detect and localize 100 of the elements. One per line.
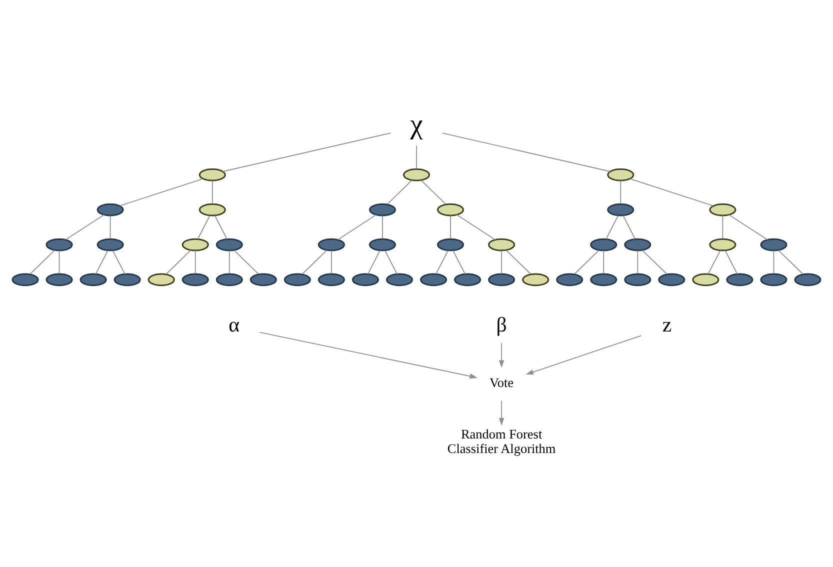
node-ellipse [709,238,736,252]
connector [367,250,380,275]
node-ellipse [760,238,788,252]
connector [435,250,448,275]
node-ellipse [318,273,345,286]
connector [420,180,446,205]
node-ellipse [250,273,277,286]
node-ellipse [216,238,243,252]
connector [456,214,496,240]
node-ellipse [658,273,686,286]
node-ellipse [488,273,516,286]
node-ellipse [284,273,311,286]
node-ellipse [182,238,209,252]
connector [778,250,804,274]
connector [95,250,108,275]
connector [222,132,392,172]
arrow [498,342,504,368]
node-ellipse [80,273,107,286]
connector [450,215,451,240]
connector [630,178,714,206]
node-ellipse [148,273,175,286]
connector [197,215,210,240]
connector [620,180,622,204]
connector [194,250,196,274]
node-ellipse [437,238,464,252]
node-ellipse [46,238,73,252]
connector [30,250,56,274]
node-text: Random Forest Classifier Algorithm [447,426,556,456]
connector [214,215,228,240]
connector [606,215,619,240]
node-ellipse [522,273,550,286]
connector [384,250,398,275]
node-ellipse [368,238,396,252]
node-ellipse [216,273,243,286]
node-ellipse [386,273,413,286]
connector [452,250,466,275]
node-ellipse [198,168,226,182]
connector [603,250,604,274]
connector [212,180,213,204]
connector [773,250,774,274]
connector [501,250,502,274]
arrow [526,335,642,375]
node-ellipse [437,203,464,216]
node-ellipse [318,238,345,252]
node-ellipse [692,273,720,286]
node-ellipse [607,168,634,182]
node-ellipse [46,273,73,286]
connector [337,214,377,240]
node-ellipse [624,273,652,286]
node-ellipse [420,273,448,286]
node-ellipse [454,273,482,286]
connector [708,250,721,275]
node-text: β [496,313,507,336]
connector [166,250,192,274]
node-ellipse [590,238,618,252]
connector [386,180,412,205]
node-ellipse [709,203,736,216]
connector [382,215,383,240]
connector [724,250,738,275]
connector [119,178,204,206]
connector [65,214,105,240]
connector [642,250,668,274]
node-ellipse [556,273,584,286]
node-ellipse [760,273,788,286]
connector [58,250,60,274]
connector [302,250,328,274]
node-ellipse [794,273,822,286]
node-ellipse [114,273,141,286]
connector [722,215,724,240]
connector [574,250,600,274]
connector [234,250,259,274]
node-ellipse [96,203,124,216]
connector [622,215,636,240]
node-text: χ [410,109,423,140]
node-ellipse [368,203,396,216]
connector [728,214,768,240]
connector [330,250,332,274]
node-ellipse [726,273,754,286]
connector [416,145,417,170]
node-ellipse [624,238,652,252]
node-text: z [662,313,672,336]
node-ellipse [198,203,226,216]
connector [442,132,611,172]
node-ellipse [182,273,209,286]
node-ellipse [607,203,634,216]
node-ellipse [12,273,39,286]
node-ellipse [352,273,379,286]
node-ellipse [96,238,124,252]
connector [637,250,638,274]
connector [112,250,126,275]
node-ellipse [402,168,430,182]
connector [228,250,230,274]
node-ellipse [590,273,618,286]
node-text: α [228,313,240,336]
connector [110,215,111,240]
arrow [259,332,478,379]
connector [506,250,532,274]
node-text: Vote [490,375,514,390]
arrow [498,400,504,426]
node-ellipse [488,238,516,252]
